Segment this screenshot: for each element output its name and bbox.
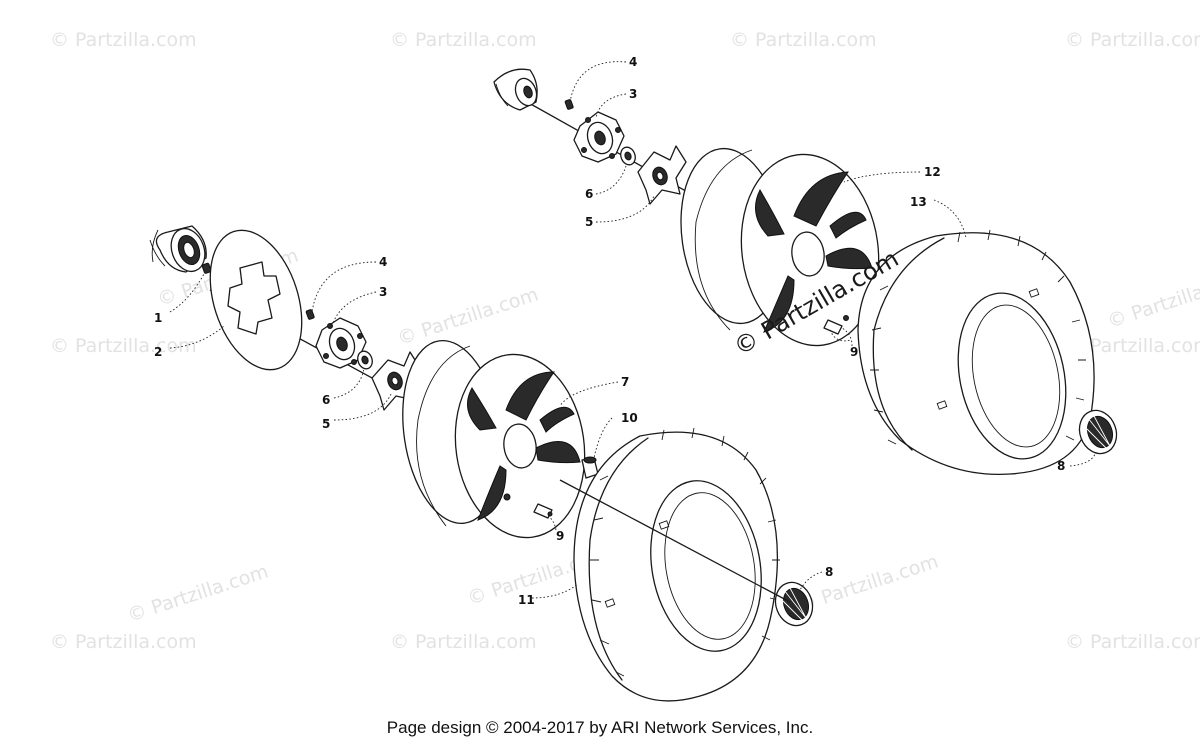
right-hub-nut: [620, 146, 636, 166]
callout-4: 4: [629, 55, 637, 69]
left-bearing-housing: [149, 225, 207, 273]
callout-8: 8: [1057, 459, 1065, 473]
callout-1: 1: [154, 311, 162, 325]
watermark: © Partzilla.com: [125, 561, 271, 627]
right-axle-housing: [493, 68, 538, 111]
left-screw: [201, 262, 212, 274]
callout-3: 3: [629, 87, 637, 101]
left-brake-disc: [209, 229, 303, 371]
watermark: © Partzilla.com: [395, 284, 541, 350]
left-hub-cap: [774, 581, 814, 627]
left-hub-nut: [357, 350, 373, 370]
callout-8: 8: [825, 565, 833, 579]
callout-labels: 1 2 4 3 6 5 7 10 9 11 8 4 3 6 5 12 13 9 …: [154, 55, 1065, 607]
watermark: © Partzilla.com: [1065, 335, 1200, 357]
callout-9: 9: [556, 529, 564, 543]
leader-lines: [169, 61, 1097, 599]
right-tire: [857, 229, 1095, 476]
watermark: © Partzilla.com: [730, 29, 877, 51]
callout-10: 10: [621, 411, 638, 425]
left-valve-stem: [533, 503, 553, 519]
callout-12: 12: [924, 165, 941, 179]
right-hub-plate: [637, 145, 687, 205]
left-wheel-rim: [402, 340, 586, 539]
watermark: © Partzilla.com: [1065, 631, 1200, 653]
watermark: © Partzilla.com: [50, 335, 197, 357]
callout-6: 6: [585, 187, 593, 201]
callout-11: 11: [518, 593, 535, 607]
callout-13: 13: [910, 195, 927, 209]
watermark: © Partzilla.com: [390, 631, 537, 653]
copyright-footer: Page design © 2004-2017 by ARI Network S…: [386, 718, 814, 737]
callout-4: 4: [379, 255, 387, 269]
callout-2: 2: [154, 345, 162, 359]
right-valve-stem: [823, 315, 849, 335]
right-hub-cap: [1078, 409, 1118, 455]
callout-9: 9: [850, 345, 858, 359]
left-hub: [315, 317, 367, 369]
callout-5: 5: [322, 417, 330, 431]
callout-3: 3: [379, 285, 387, 299]
left-axle-line-tire: [559, 479, 791, 603]
watermark: © Partzilla.com: [795, 551, 941, 617]
watermark: © Partzilla.com: [50, 631, 197, 653]
callout-5: 5: [585, 215, 593, 229]
callout-7: 7: [621, 375, 629, 389]
left-hub-screw: [305, 309, 315, 320]
right-hub-screw: [564, 99, 574, 110]
watermark: © Partzilla.com: [1065, 29, 1200, 51]
right-hub: [573, 111, 625, 163]
left-tire: [573, 427, 780, 702]
watermark: © Partzilla.com: [1105, 267, 1200, 333]
watermark: © Partzilla.com: [50, 29, 197, 51]
callout-6: 6: [322, 393, 330, 407]
right-wheel-rim: [680, 147, 880, 347]
watermark: © Partzilla.com: [390, 29, 537, 51]
